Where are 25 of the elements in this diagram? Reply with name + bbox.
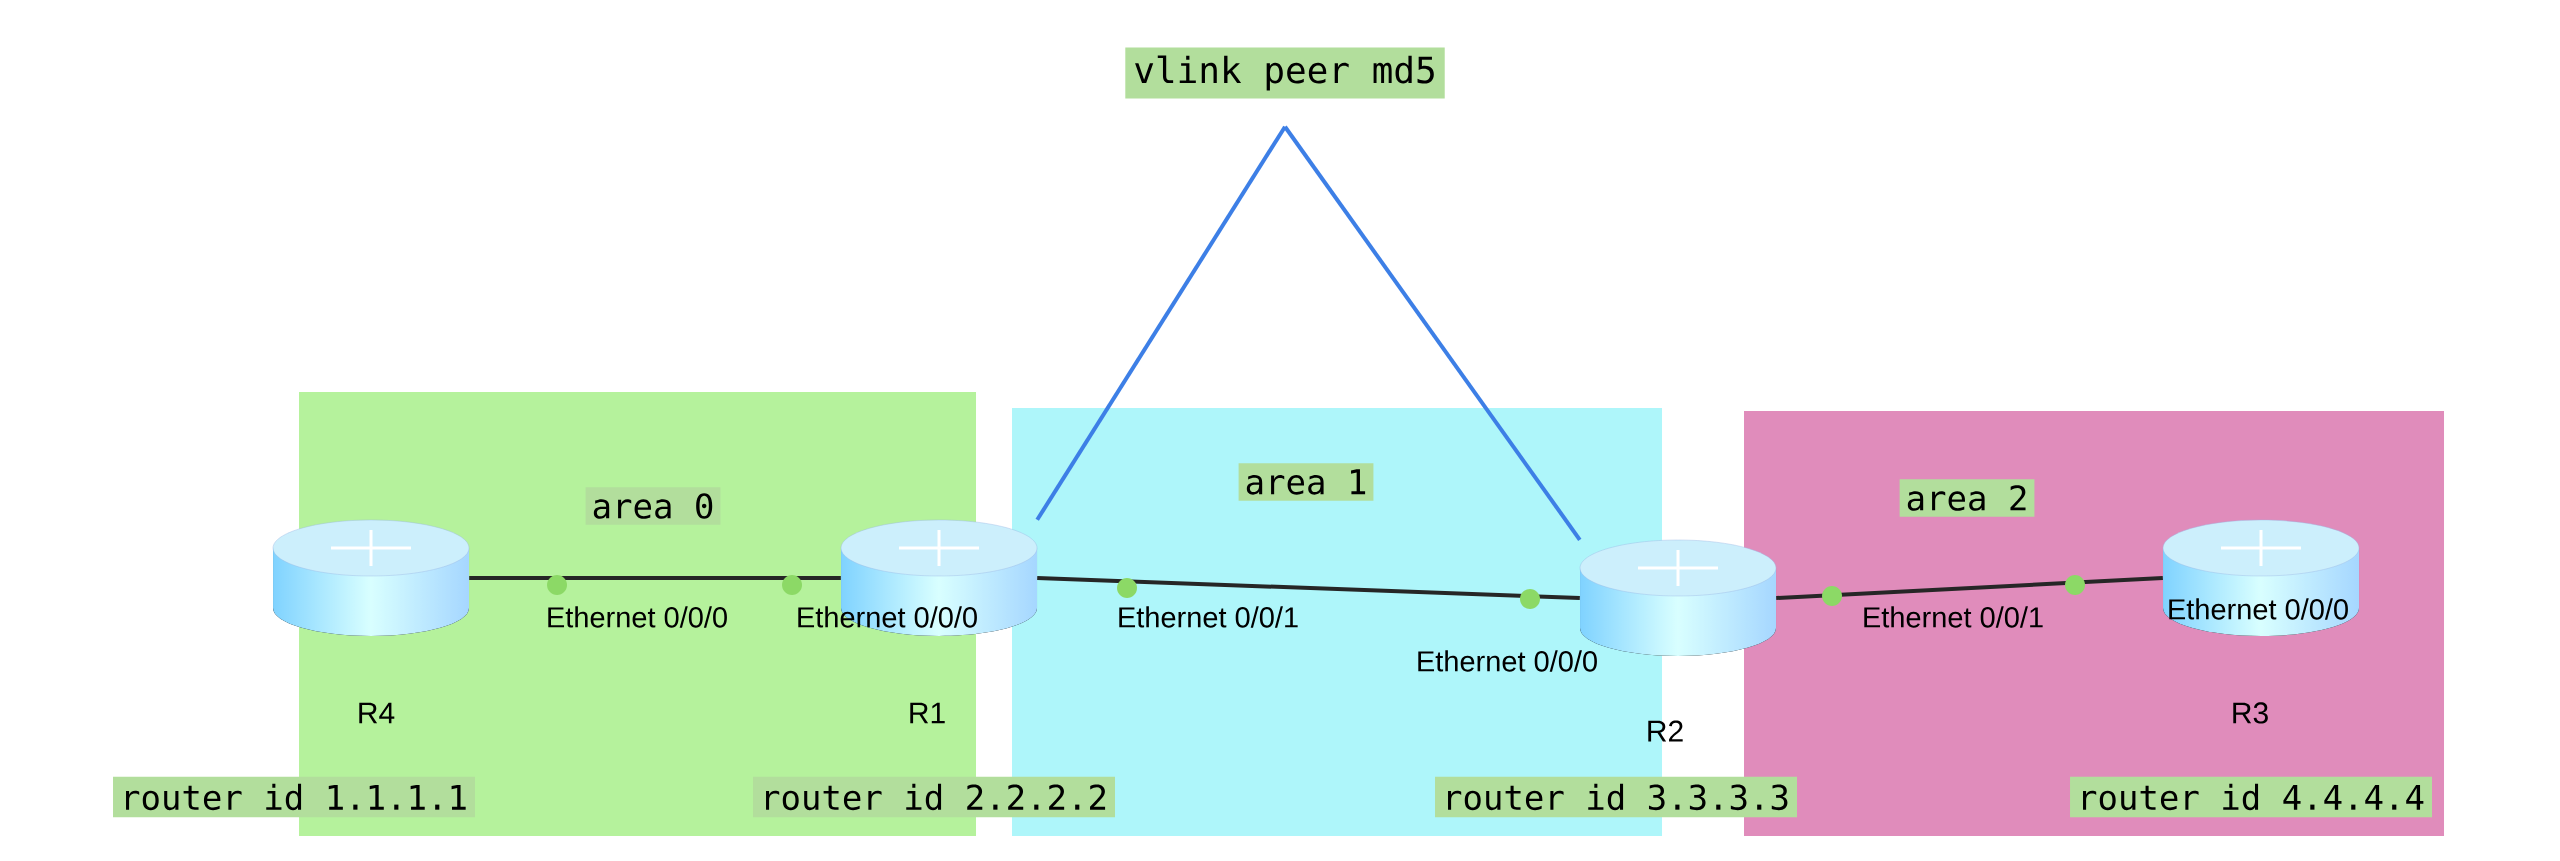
port-label: Ethernet 0/0/1 (1119, 606, 1298, 628)
port-label: Ethernet 0/0/1 (1864, 606, 2043, 628)
port-label: Ethernet 0/0/0 (548, 606, 727, 628)
port-label: Ethernet 0/0/0 (798, 606, 977, 628)
link-line (1283, 125, 1582, 541)
router-name: R4 (359, 702, 395, 724)
link-line (469, 576, 841, 580)
area-label: area 0 (585, 487, 721, 525)
label-box: vlink peer md5 (1125, 47, 1445, 99)
area-label: area 1 (1238, 463, 1374, 501)
link-line (1776, 576, 2163, 600)
router-name: R2 (1648, 720, 1683, 742)
router-id-label: router id 3.3.3.3 (1435, 776, 1797, 818)
router-id-label: router id 4.4.4.4 (2070, 776, 2432, 818)
router-drawing (272, 519, 470, 636)
port-label: Ethernet 0/0/0 (1418, 650, 1597, 672)
router-name: R3 (2233, 702, 2268, 724)
router-name: R1 (910, 702, 945, 724)
link-line (1037, 576, 1580, 600)
link-line (1035, 125, 1287, 521)
router-id-label: router id 2.2.2.2 (753, 776, 1115, 818)
router-id-label: router id 1.1.1.1 (113, 776, 475, 818)
area-label: area 2 (1899, 479, 2035, 517)
port-label: Ethernet 0/0/0 (2169, 598, 2348, 620)
router-drawing (2162, 519, 2360, 636)
